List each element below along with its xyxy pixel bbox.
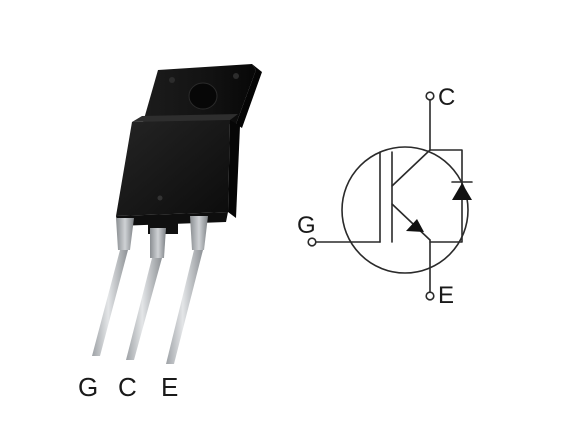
tab-dimple-right — [233, 73, 239, 79]
symbol-label-gate: G — [297, 212, 316, 239]
package-body-top — [132, 114, 238, 122]
pin-label-gate: G — [78, 372, 99, 402]
lead-gate — [92, 218, 134, 356]
collector-terminal — [425, 91, 435, 101]
pin-label-emitter: E — [161, 372, 179, 402]
package-body-side — [228, 120, 240, 218]
emitter-diagonal — [391, 203, 431, 241]
transistor-package — [92, 64, 262, 364]
diode-triangle-icon — [452, 183, 472, 200]
body-marking-dot — [157, 195, 163, 201]
gate-terminal — [307, 237, 317, 247]
emitter-terminal — [425, 291, 435, 301]
package-body — [116, 120, 230, 216]
package-tab-side — [236, 64, 262, 128]
mounting-hole — [188, 82, 218, 110]
symbol-circle — [341, 146, 469, 274]
collector-diagonal — [391, 149, 431, 187]
igbt-symbol — [307, 91, 473, 301]
symbol-label-collector: C — [438, 84, 456, 111]
symbol-label-emitter: E — [438, 282, 455, 309]
emitter-arrow-icon — [406, 219, 424, 232]
pin-label-collector: C — [118, 372, 137, 402]
lead-collector — [126, 228, 166, 360]
lead-emitter — [166, 216, 208, 364]
tab-dimple-left — [169, 77, 175, 83]
